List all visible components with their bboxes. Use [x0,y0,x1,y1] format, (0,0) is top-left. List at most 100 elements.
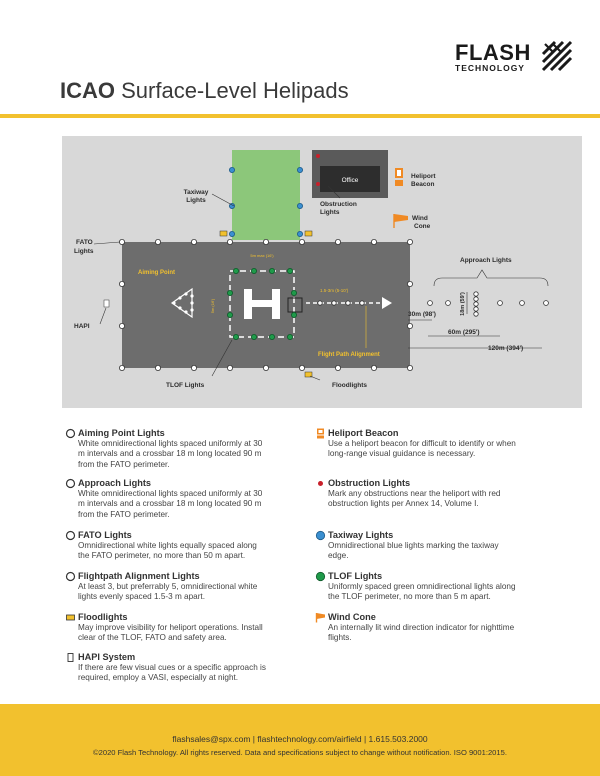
tlof-light [232,333,239,340]
approach-light [543,300,549,306]
legend-item-aiming-point: Aiming Point Lights White omnidirectiona… [65,428,313,470]
dim-60m-label: 60m (295') [448,329,480,336]
fato-light [298,364,305,371]
tlof-light [250,267,257,274]
legend-item-hapi: HAPI System If there are few visual cues… [67,652,313,684]
footer-contact[interactable]: flashsales@spx.com | flashtechnology.com… [172,734,428,744]
heliport-beacon-label-1: Heliport [411,173,436,180]
approach-crossbar-light [473,301,479,307]
approach-lights-label: Approach Lights [460,257,512,264]
taxiway-grass [232,150,300,240]
legend-desc: Use a heliport beacon for difficult to i… [328,439,516,459]
hapi-icon [67,653,74,662]
legend-desc: Omnidirectional white lights equally spa… [78,541,257,561]
header-rule [0,114,600,118]
flight-path-arrow [382,297,392,309]
red-dot-icon [318,481,323,486]
fato-light [119,280,126,287]
legend-desc: An internally lit wind direction indicat… [328,623,515,643]
tlof-marker-box [287,297,303,313]
fato-light [155,364,162,371]
brand-name: FLASH [455,40,531,65]
fato-light [226,239,233,246]
floodlight-bottom [304,371,313,378]
fato-lights-label-1: FATO [76,239,93,246]
wind-cone-label-2: Cone [414,223,431,230]
fato-light [406,322,413,329]
dim-18m-label: 18m (59') [460,292,466,316]
obstruction-light [316,182,320,186]
floodlight-top-left [219,230,228,237]
dim-30m-label: 30m (98') [408,311,436,318]
dim-5m-side-label: 5m (16') [210,298,215,313]
wind-cone-icon [393,214,408,228]
aiming-point-light [184,310,188,314]
tlof-light [250,333,257,340]
legend-item-floodlights: Floodlights May improve visibility for h… [66,612,313,644]
dimension-lines [408,269,549,349]
legend-title: Obstruction Lights [328,478,411,488]
hapi-unit [103,299,110,308]
white-circle-icon [65,530,76,541]
legend-item-flightpath: Flightpath Alignment Lights At least 3, … [65,571,313,603]
approach-crossbar-light [473,311,479,317]
fato-light [262,239,269,246]
legend-item-beacon: Heliport Beacon Use a heliport beacon fo… [317,428,563,460]
fato-light [155,239,162,246]
fato-light [262,364,269,371]
obstruction-light [316,154,320,158]
taxiway-lights-label-1: Taxiway [184,189,209,196]
legend-item-taxiway: Taxiway Lights Omnidirectional blue ligh… [315,530,563,562]
hapi-label: HAPI [74,323,90,330]
legend-title: FATO Lights [78,530,132,540]
legend-item-wind-cone: Wind Cone An internally lit wind directi… [315,612,563,644]
taxiway-light [296,231,303,238]
legend-title: HAPI System [78,652,136,662]
legend-item-fato: FATO Lights Omnidirectional white lights… [65,530,313,562]
flight-path-light [359,300,365,306]
approach-crossbar-light [473,296,479,302]
dim-5m-top-label: 5m max (16') [250,253,274,258]
blue-circle-icon [315,530,326,541]
white-circle-icon [65,571,76,582]
tlof-light [232,267,239,274]
fato-light [119,239,126,246]
tlof-light [268,267,275,274]
aiming-point-label: Aiming Point [138,270,175,276]
footer-legal: ©2020 Flash Technology. All rights reser… [93,748,507,757]
taxiway-light [228,203,235,210]
green-circle-icon [315,571,326,582]
legend-desc: White omnidirectional lights spaced unif… [78,439,263,469]
legend-item-tlof: TLOF Lights Uniformly spaced green omnid… [315,571,563,603]
brand-sub: TECHNOLOGY [455,63,525,73]
fato-light [334,239,341,246]
legend-title: Aiming Point Lights [78,428,165,438]
aiming-point-light [178,306,182,310]
legend-desc: May improve visibility for heliport oper… [78,623,263,643]
beacon-icon [317,428,324,439]
approach-light [497,300,503,306]
white-circle-icon [65,428,76,439]
legend-desc: At least 3, but preferrably 5, omnidirec… [78,582,258,602]
aiming-point-light [190,294,194,298]
flight-path-alignment-label: Flight Path Alignment [318,352,380,358]
taxiway-light [296,203,303,210]
flight-path-light [317,300,323,306]
brand-mark-icon [541,40,573,72]
taxiway-light [228,166,235,173]
legend-title: Flightpath Alignment Lights [78,571,200,581]
tlof-light [226,311,233,318]
legend-title: Heliport Beacon [328,428,399,438]
heliport-beacon-icon [395,168,403,186]
tlof-light [286,333,293,340]
legend-title: Wind Cone [328,612,376,622]
helipad-diagram: Office [62,136,582,408]
floodlights-label: Floodlights [332,382,367,389]
legend-title: TLOF Lights [328,571,383,581]
approach-crossbar-light [473,306,479,312]
wind-cone-icon [315,613,325,623]
fato-light [370,239,377,246]
floodlight-icon [66,614,75,621]
legend-title: Approach Lights [78,478,151,488]
legend-item-approach: Approach Lights White omnidirectional li… [65,478,313,520]
